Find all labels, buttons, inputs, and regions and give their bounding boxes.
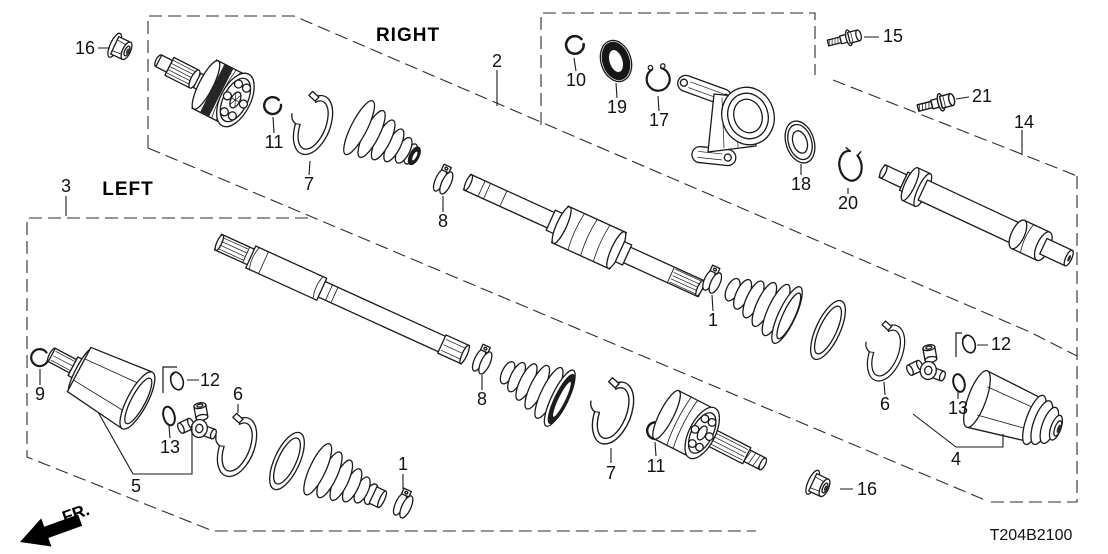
callout-12-14: 12 xyxy=(990,334,1012,354)
snap-ring-12-left xyxy=(169,371,185,391)
halfshaft-sub-outline xyxy=(832,79,1078,177)
spindle-nut-right-lower xyxy=(805,469,831,498)
leader-lines xyxy=(39,36,1023,490)
callout-leaders xyxy=(39,36,1023,490)
assembly-outlines xyxy=(26,12,1078,532)
outboard-boot-right xyxy=(343,100,421,166)
callout-14-9: 14 xyxy=(1013,112,1035,132)
bearing-18 xyxy=(784,120,816,164)
parts xyxy=(30,29,1074,519)
outboard-joint-left xyxy=(652,389,768,471)
callout-18-10: 18 xyxy=(790,174,812,194)
snap-ring-11-right xyxy=(263,96,283,116)
boot-clamp-8-right xyxy=(432,163,454,195)
right-assembly-outline xyxy=(147,15,1078,503)
callout-1-25: 1 xyxy=(397,454,409,474)
callout-16-0: 16 xyxy=(74,38,96,58)
outboard-boot-left xyxy=(499,361,576,427)
tripod-joint-left xyxy=(176,402,217,440)
callout-17-6: 17 xyxy=(648,110,670,130)
callout-15-7: 15 xyxy=(882,26,904,46)
bearing-support-bracket xyxy=(677,74,775,167)
spindle-nut-right xyxy=(107,32,133,61)
diagram-code: T204B2100 xyxy=(989,527,1073,544)
bolt-21 xyxy=(916,92,956,112)
callout-8-26: 8 xyxy=(476,389,488,409)
bolt-15 xyxy=(826,29,862,47)
callout-13-15: 13 xyxy=(947,398,969,418)
set-ring-13-left xyxy=(162,405,176,427)
callout-12-21: 12 xyxy=(199,370,221,390)
outboard-joint-right xyxy=(154,54,255,128)
tripod-joint-right xyxy=(905,344,946,382)
callout-1-13: 1 xyxy=(707,310,719,330)
snap-ring-10 xyxy=(564,34,585,56)
boot-clamp-1-right xyxy=(702,264,723,294)
callout-20-11: 20 xyxy=(837,193,859,213)
circlip-20 xyxy=(838,146,863,182)
boot-ring-right xyxy=(809,299,847,361)
callout-10-4: 10 xyxy=(565,70,587,90)
section-label-left: LEFT xyxy=(102,179,154,200)
inboard-boot-left xyxy=(303,443,388,509)
callout-9-20: 9 xyxy=(34,384,46,404)
callout-2-3: 2 xyxy=(491,51,503,71)
driveshaft-left xyxy=(213,233,471,365)
callout-16-18: 16 xyxy=(856,479,878,499)
inboard-boot-right xyxy=(724,277,803,345)
callout-13-22: 13 xyxy=(159,437,181,457)
inboard-joint-housing-right xyxy=(963,369,1064,446)
fr-arrow xyxy=(20,514,83,547)
boot-clamp-1-left xyxy=(392,487,414,519)
half-shaft-14 xyxy=(878,164,1074,267)
boot-band-6-right xyxy=(865,320,906,382)
section-label-right: RIGHT xyxy=(375,25,441,46)
callout-21-8: 21 xyxy=(971,86,993,106)
boot-band-7-left xyxy=(589,377,635,445)
callout-6-16: 6 xyxy=(879,394,891,414)
boot-ring-left xyxy=(269,431,305,491)
set-ring-13-right xyxy=(952,373,966,393)
callout-7-27: 7 xyxy=(605,463,617,483)
driveshaft-right xyxy=(462,173,706,298)
callout-11-1: 11 xyxy=(264,132,284,152)
callout-7-2: 7 xyxy=(303,174,315,194)
boot-band-7-right xyxy=(291,90,334,156)
snap-ring-12-right xyxy=(961,334,977,354)
callout-5-23: 5 xyxy=(130,476,142,496)
boot-clamp-8-left xyxy=(471,343,493,375)
circlip-17 xyxy=(645,63,671,92)
group-brackets xyxy=(162,332,962,393)
left-assembly-outline xyxy=(26,217,756,532)
inboard-joint-housing-left xyxy=(46,346,156,430)
callout-19-5: 19 xyxy=(606,97,628,117)
boot-band-6-left xyxy=(215,412,258,478)
callout-8-12: 8 xyxy=(437,211,449,231)
callout-6-24: 6 xyxy=(232,384,244,404)
callout-3-19: 3 xyxy=(60,176,72,196)
callout-11-28: 11 xyxy=(646,456,666,476)
snap-ring-9-left xyxy=(30,348,50,368)
oil-seal-19 xyxy=(599,39,633,83)
callout-4-17: 4 xyxy=(950,449,962,469)
support-sub-outline xyxy=(540,12,816,125)
